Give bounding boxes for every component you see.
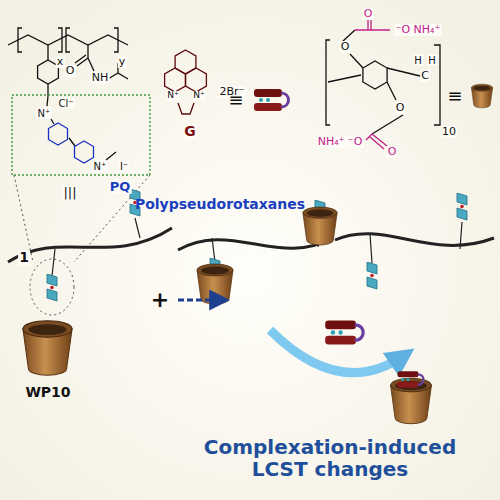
equivalence-sign: ≡ xyxy=(228,90,243,110)
atom-label: N⁺ xyxy=(37,108,52,119)
dotted-box xyxy=(12,95,150,175)
equivalence-sign: ≡ xyxy=(447,86,462,106)
reaction-arrow xyxy=(178,299,226,302)
atom-label: NH xyxy=(91,72,110,84)
aromatic-rings xyxy=(38,50,388,163)
caption-text: Complexation-induced LCST changes xyxy=(180,436,480,480)
equivalence-sign: ||| xyxy=(62,186,77,200)
counter-ion: I⁻ xyxy=(119,161,129,172)
pq-bead xyxy=(367,262,377,289)
host-cup xyxy=(303,207,337,245)
guest-cartoon xyxy=(254,89,289,111)
guest-cartoon xyxy=(398,371,424,388)
atom-label: N⁺ xyxy=(93,161,108,172)
hex-ring xyxy=(49,123,68,145)
pq-bead xyxy=(457,193,467,220)
wp10-cup xyxy=(23,321,72,376)
atom-label: N⁺ xyxy=(166,91,179,101)
polymer-number: 1 xyxy=(18,250,30,265)
plus-sign: + xyxy=(151,288,169,312)
guest-cartoon xyxy=(325,320,363,344)
hex-ring xyxy=(75,141,94,163)
atom-label: O xyxy=(363,8,374,20)
atom-label: O xyxy=(65,65,76,77)
hex-ring xyxy=(363,61,387,89)
polymer-structure xyxy=(8,28,128,160)
host-name: WP10 xyxy=(25,385,70,400)
atom-label: N⁺ xyxy=(192,91,205,101)
atom-label: O xyxy=(387,146,398,158)
atom-label: H xyxy=(427,55,437,66)
repeat-index: x xyxy=(56,56,65,68)
atom-label: C xyxy=(420,70,430,82)
atom-label: O xyxy=(395,102,406,114)
atom-label: H xyxy=(413,55,423,66)
carboxylate-label: ⁻O NH₄⁺ xyxy=(395,24,442,36)
unit-name: PQ xyxy=(109,180,132,194)
complex-name: Polypseudorotaxanes xyxy=(135,197,305,212)
counter-ion: Cl⁻ xyxy=(57,98,74,109)
host-cartoon xyxy=(471,84,492,108)
carboxylate-bonds xyxy=(355,20,390,149)
pq-bead xyxy=(47,274,57,301)
repeat-index: y xyxy=(118,56,127,68)
atom-label: O xyxy=(340,41,351,53)
pillararene-structure xyxy=(326,30,440,134)
pendant-linkers xyxy=(52,218,462,276)
polymer-backbones xyxy=(8,228,494,262)
ethylene-bridge xyxy=(178,103,194,114)
carboxylate-label: NH₄⁺ ⁻O xyxy=(317,136,364,148)
guest-name: G xyxy=(183,124,197,139)
host-cup xyxy=(197,264,233,304)
hex-ring xyxy=(175,50,196,74)
repeat-index: 10 xyxy=(441,126,457,138)
